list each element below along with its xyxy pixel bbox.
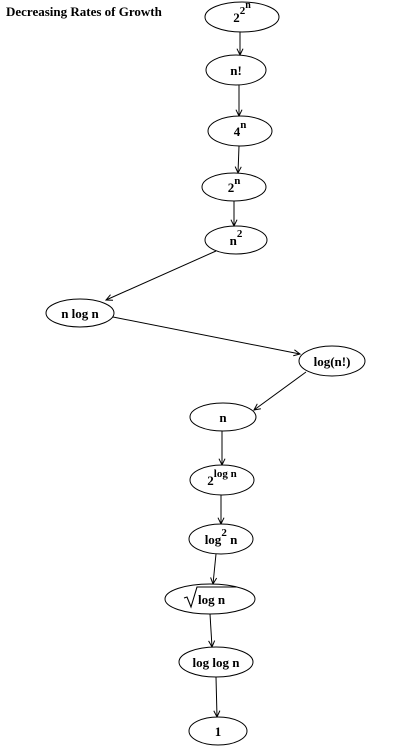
node-label: n!	[230, 63, 242, 78]
node-linear: n	[189, 402, 257, 432]
edge-line	[209, 613, 213, 648]
edge-line	[237, 145, 240, 174]
node-ellipse	[189, 464, 255, 496]
node-n-log-n: n log n	[45, 298, 115, 328]
node-ellipse	[45, 298, 115, 328]
node-ellipse	[178, 646, 254, 678]
node-label: n	[219, 410, 227, 425]
node-log-squared: log2 n	[188, 523, 254, 555]
node-double-exp: 22n	[204, 0, 280, 33]
node-ellipse	[298, 345, 366, 377]
node-constant: 1	[188, 716, 248, 746]
node-factorial: n!	[205, 54, 267, 86]
edge-line	[253, 371, 307, 411]
node-label: 2n	[228, 175, 241, 195]
edge-sqrt-log-n-to-log-log-n	[208, 613, 216, 649]
edge-line	[105, 250, 217, 301]
node-label: log n	[198, 592, 226, 607]
edge-n-log-n-to-log-factorial	[112, 316, 302, 357]
node-label: 1	[215, 724, 222, 739]
node-label: log2 n	[205, 527, 238, 547]
node-ellipse	[188, 523, 254, 555]
edge-n-squared-to-n-log-n	[104, 250, 217, 301]
node-ellipse	[207, 115, 273, 147]
node-label: n log n	[61, 306, 99, 321]
edge-log-factorial-to-linear	[253, 371, 307, 411]
arrowhead-icon	[293, 349, 302, 357]
node-four-n: 4n	[207, 115, 273, 147]
node-log-log-n: log log n	[178, 646, 254, 678]
node-label: log log n	[193, 655, 241, 670]
node-ellipse	[164, 583, 256, 615]
edge-factorial-to-four-n	[235, 85, 243, 118]
arrowhead-icon	[253, 403, 261, 411]
node-label: 22n	[233, 0, 251, 25]
edge-four-n-to-two-n	[234, 145, 242, 175]
node-ellipse	[204, 1, 280, 33]
edge-line	[215, 676, 218, 718]
node-ellipse	[188, 716, 248, 746]
edge-line	[112, 316, 301, 355]
diagram-title: Decreasing Rates of Growth	[6, 4, 162, 19]
node-ellipse	[201, 172, 267, 202]
node-ellipse	[205, 54, 267, 86]
node-n-squared: n2	[204, 225, 268, 255]
edge-log-log-n-to-constant	[213, 676, 221, 719]
node-log-factorial: log(n!)	[298, 345, 366, 377]
node-label: 4n	[234, 119, 247, 139]
edge-line	[212, 553, 217, 585]
node-ellipse	[189, 402, 257, 432]
edge-log-squared-to-sqrt-log-n	[210, 553, 218, 586]
node-label: log(n!)	[314, 354, 351, 369]
edge-two-n-to-n-squared	[230, 201, 238, 228]
node-label: n2	[230, 228, 243, 248]
node-ellipse	[204, 225, 268, 255]
node-label: 2log n	[207, 468, 236, 488]
nodes: 22n n! 4n 2n n2 n log n log(n!) n 2log n log2 n lo…	[45, 0, 366, 746]
node-two-log-n: 2log n	[189, 464, 255, 496]
arrowhead-icon	[104, 294, 114, 301]
node-two-n: 2n	[201, 172, 267, 202]
edges	[104, 32, 307, 719]
square-root-icon	[183, 586, 237, 609]
node-sqrt-log-n: log n	[164, 583, 256, 615]
edge-linear-to-two-log-n	[218, 431, 226, 467]
edge-double-exp-to-factorial	[236, 32, 244, 57]
edge-two-log-n-to-log-squared	[217, 495, 225, 526]
